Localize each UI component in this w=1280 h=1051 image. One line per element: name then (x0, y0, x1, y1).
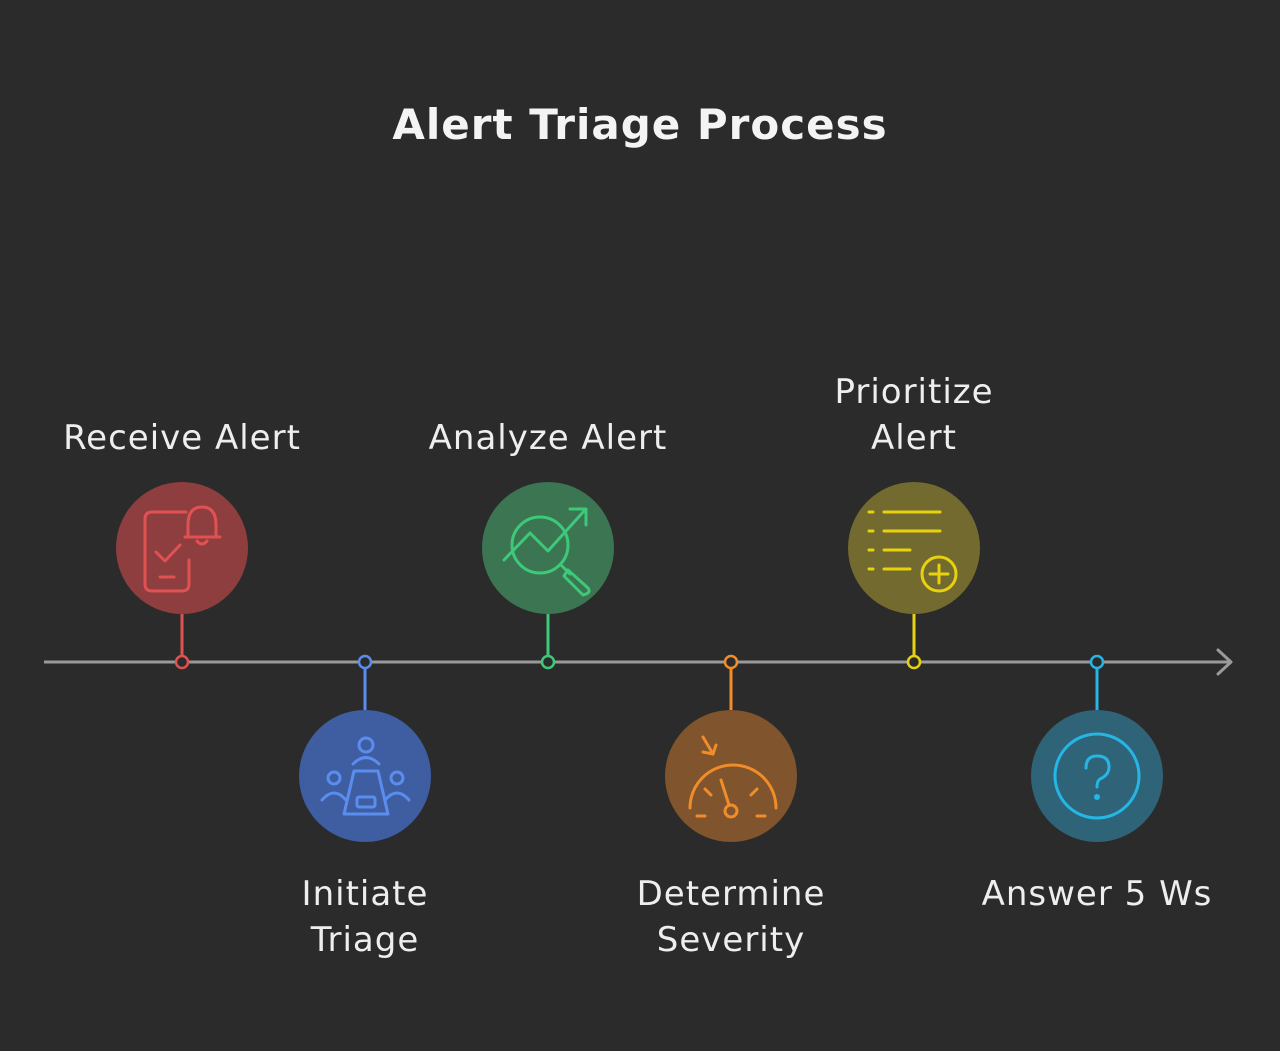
timeline-node (906, 654, 922, 670)
question-circle-icon (1053, 732, 1141, 820)
step-label-analyze-alert: Analyze Alert (398, 415, 698, 461)
step-badge (482, 482, 614, 614)
step-badge (848, 482, 980, 614)
step-initiate-triage (299, 654, 431, 842)
step-label-line: Initiate (301, 874, 429, 914)
diagram-title: Alert Triage Process (392, 100, 888, 149)
step-badge (116, 482, 248, 614)
meeting-table-icon (320, 736, 411, 816)
step-label-determine-severity: Determine Severity (581, 871, 881, 963)
phone-bell-check-icon (143, 505, 222, 593)
step-badge (1031, 710, 1163, 842)
step-label-initiate-triage: Initiate Triage (215, 871, 515, 963)
step-label-line: Receive Alert (63, 418, 301, 458)
list-add-icon (867, 510, 958, 593)
trend-magnifier-icon (502, 507, 591, 597)
timeline-node (540, 654, 556, 670)
step-label-line: Prioritize (834, 372, 994, 412)
timeline-arrow-head (1216, 648, 1233, 676)
step-label-line: Triage (310, 920, 420, 960)
timeline-node (357, 654, 373, 670)
step-badge (299, 710, 431, 842)
step-answer-5-ws (1031, 654, 1163, 842)
step-label-prioritize-alert: Prioritize Alert (764, 369, 1064, 461)
timeline-node (1089, 654, 1105, 670)
timeline-node (174, 654, 190, 670)
step-analyze-alert (482, 482, 614, 670)
step-label-line: Determine (636, 874, 826, 914)
timeline-node (723, 654, 739, 670)
step-badge (665, 710, 797, 842)
step-label-line: Alert (871, 418, 957, 458)
step-receive-alert (116, 482, 248, 670)
step-determine-severity (665, 654, 797, 842)
step-prioritize-alert (848, 482, 980, 670)
step-label-answer-5-ws: Answer 5 Ws (947, 871, 1247, 917)
step-label-line: Answer 5 Ws (981, 874, 1213, 914)
gauge-icon (688, 735, 778, 819)
step-label-line: Analyze Alert (428, 418, 668, 458)
step-label-receive-alert: Receive Alert (32, 415, 332, 461)
step-label-line: Severity (656, 920, 806, 960)
